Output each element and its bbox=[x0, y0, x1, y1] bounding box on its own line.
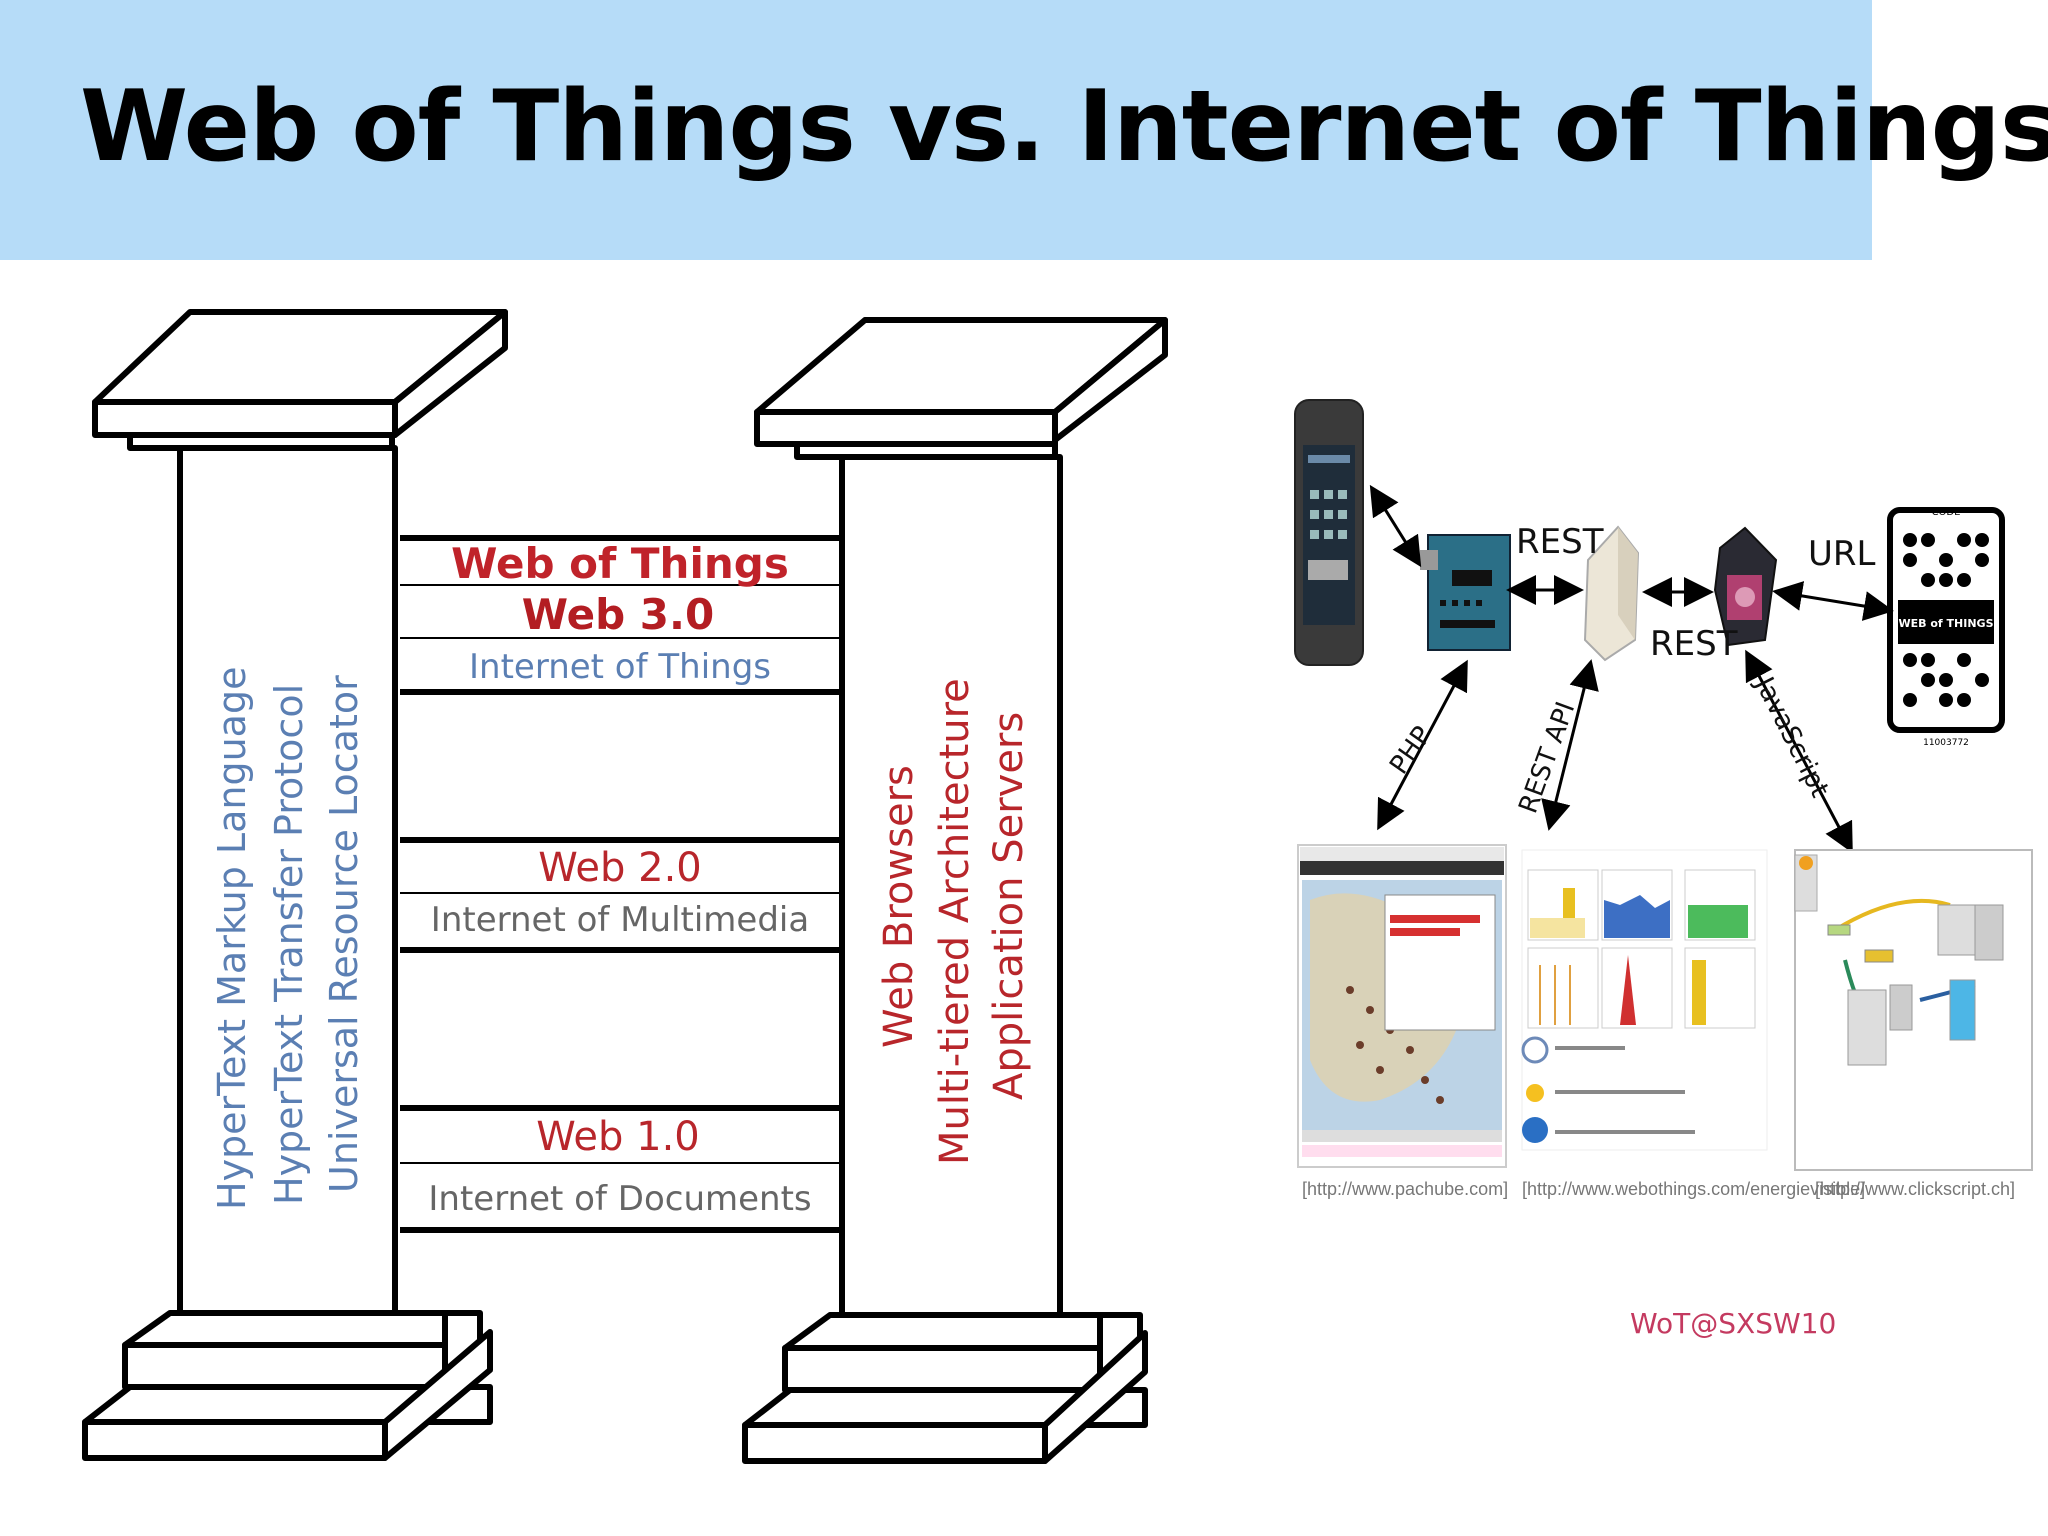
caption-pachube: [http://www.pachube.com] bbox=[1302, 1179, 1508, 1199]
arrow-php bbox=[1377, 659, 1468, 831]
right-pillar-base bbox=[742, 1312, 1148, 1464]
pillars-diagram: Web of Things Web 3.0 Internet of Things… bbox=[82, 309, 1168, 1464]
label-rest-2: REST bbox=[1650, 624, 1738, 664]
label-javascript: JavaScript bbox=[1748, 671, 1835, 803]
smart-plug-icon bbox=[1583, 525, 1640, 662]
slide-title: Web of Things vs. Internet of Things bbox=[80, 70, 2048, 184]
beam-label-iot: Internet of Things bbox=[469, 647, 771, 687]
right-pillar-capital bbox=[754, 317, 1168, 460]
label-rest-1: REST bbox=[1516, 522, 1604, 562]
right-pillar-line-3: Application Servers bbox=[986, 712, 1032, 1100]
left-pillar-line-2: HyperText Transfer Protocol bbox=[267, 684, 311, 1205]
qr-bottom-text: 11003772 bbox=[1923, 738, 1969, 748]
left-pillar-line-1: HyperText Markup Language bbox=[210, 667, 254, 1210]
right-pillar-line-1: Web Browsers bbox=[876, 765, 922, 1048]
right-pillar-line-2: Multi-tiered Architecture bbox=[932, 678, 978, 1165]
arrow-javascript bbox=[1745, 649, 1853, 854]
caption-energievisible: [http://www.webothings.com/energievisibl… bbox=[1522, 1179, 1865, 1199]
left-pillar-base bbox=[82, 1310, 493, 1461]
screenshot-pachube bbox=[1297, 844, 1507, 1168]
wot-architecture-diagram: CODE WEB of THINGS 11003772 REST REST UR… bbox=[1294, 399, 2033, 1340]
beam-label-multimedia: Internet of Multimedia bbox=[431, 900, 809, 940]
qr-code-icon: CODE WEB of THINGS 11003772 bbox=[1887, 507, 2005, 748]
arrow-phone-arduino bbox=[1369, 484, 1422, 568]
beam-bottom bbox=[400, 1105, 840, 1233]
left-pillar-line-3: Universal Resource Locator bbox=[322, 675, 366, 1193]
label-url: URL bbox=[1808, 534, 1876, 574]
label-rest-api: REST API bbox=[1513, 698, 1581, 818]
beam-label-web-of-things: Web of Things bbox=[451, 539, 789, 588]
qr-center-text: WEB of THINGS bbox=[1899, 617, 1994, 630]
arrow-rest-api bbox=[1541, 659, 1599, 831]
qr-top-text: CODE bbox=[1932, 507, 1961, 518]
arrow-gateway-qr bbox=[1772, 581, 1894, 621]
arduino-board-icon bbox=[1420, 534, 1511, 651]
screenshot-energievisible bbox=[1521, 849, 1768, 1151]
left-pillar-capital bbox=[92, 309, 508, 451]
beam-label-web-3: Web 3.0 bbox=[522, 590, 714, 639]
title-banner bbox=[0, 0, 1872, 260]
beam-label-web-1: Web 1.0 bbox=[536, 1114, 700, 1160]
beam-label-web-2: Web 2.0 bbox=[538, 845, 702, 891]
credit-text: WoT@SXSW10 bbox=[1630, 1307, 1836, 1340]
gateway-device-icon bbox=[1713, 526, 1778, 647]
smartphone-icon bbox=[1294, 399, 1364, 666]
beam-label-documents: Internet of Documents bbox=[428, 1179, 811, 1219]
beam-middle bbox=[400, 837, 840, 953]
beam-top bbox=[400, 535, 840, 695]
caption-clickscript: [http://www.clickscript.ch] bbox=[1815, 1179, 2015, 1199]
screenshot-clickscript bbox=[1794, 849, 2033, 1171]
